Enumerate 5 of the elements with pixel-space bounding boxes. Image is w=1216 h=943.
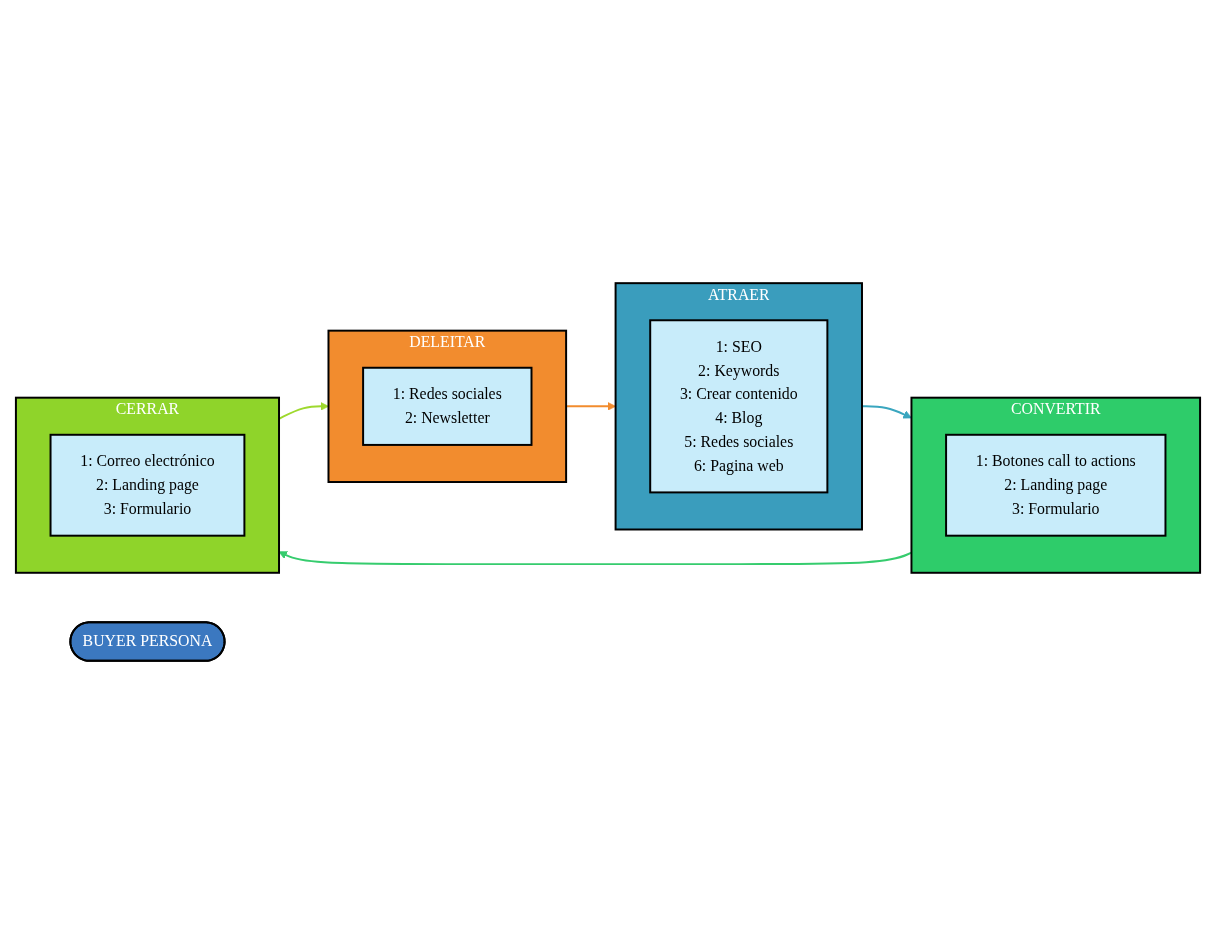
node-box: 1: Botones call to actions 2: Landing page 3: Formulario <box>945 433 1167 537</box>
node-box: 1: Redes sociales 2: Newsletter <box>362 366 533 446</box>
node-box: 1: Correo electrónico 2: Landing page 3: Formulario <box>49 433 246 537</box>
node-box: 1: SEO 2: Keywords 3: Crear contenido 4: Blog 5: Redes sociales 6: Pagina web <box>649 318 829 493</box>
arrow <box>861 404 912 418</box>
